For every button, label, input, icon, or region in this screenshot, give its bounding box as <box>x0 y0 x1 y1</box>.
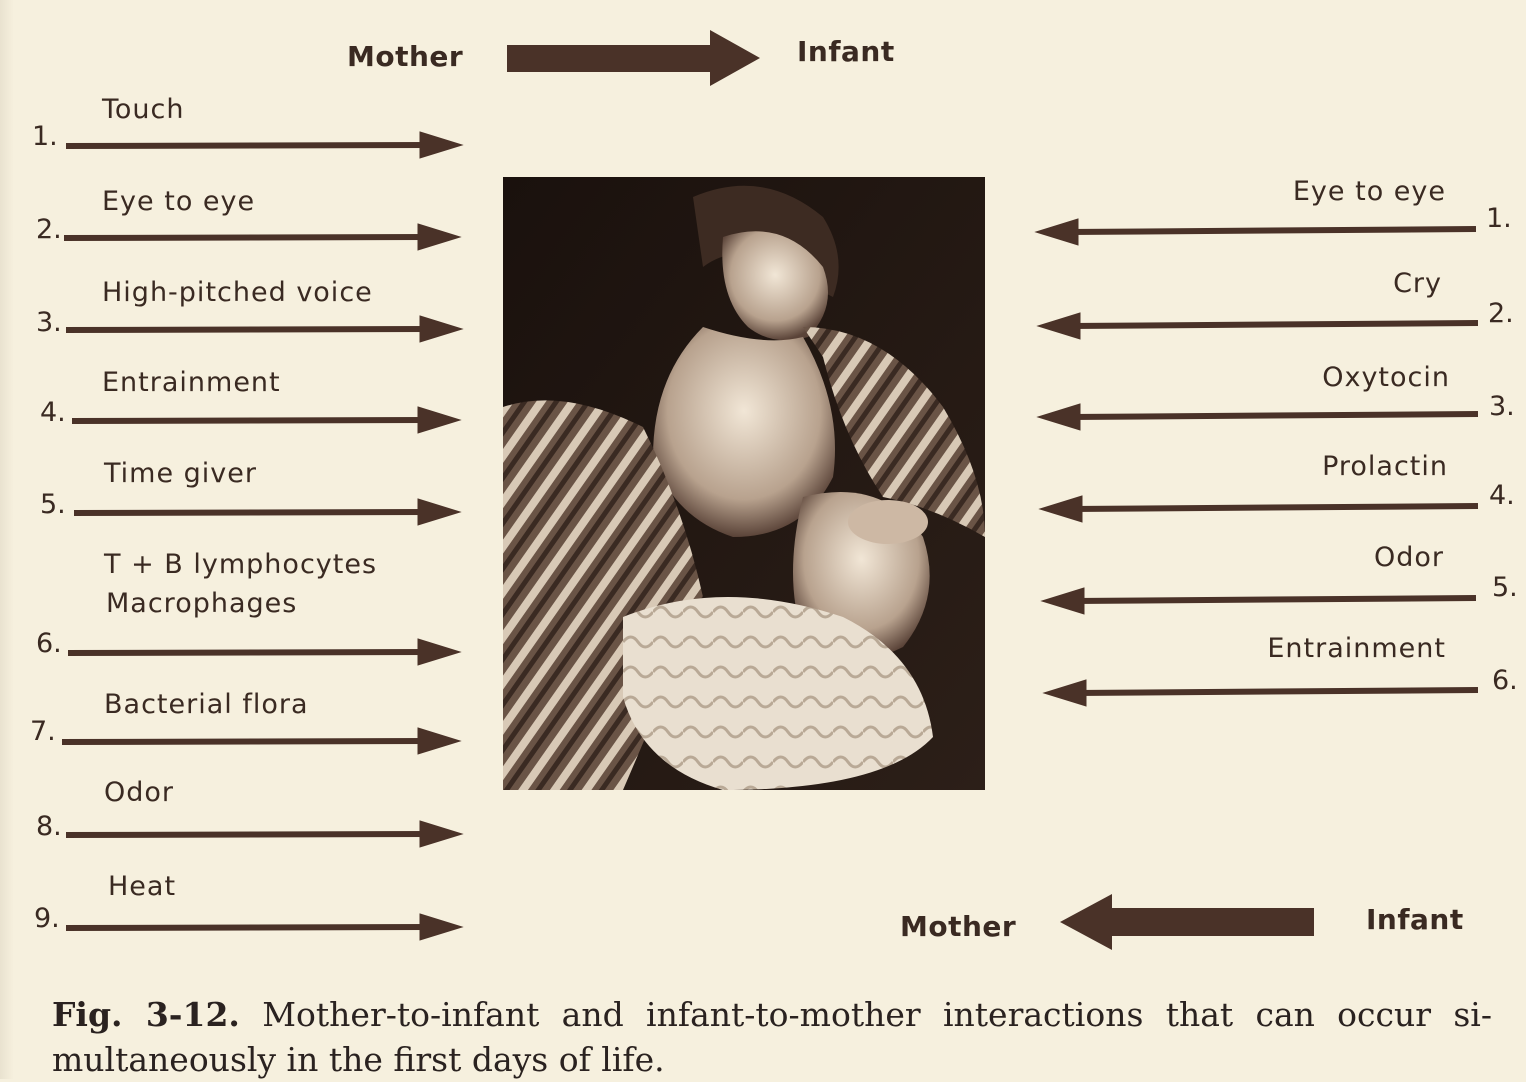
figure-caption: Fig. 3-12. Mother-to-infant and infant-t… <box>52 992 1492 1082</box>
footer-infant-label: Infant <box>1366 903 1464 936</box>
figure-caption-text: Mother-to-infant and infant-to-mother in… <box>52 995 1492 1079</box>
footer-arrow-shape <box>1060 894 1314 950</box>
figure-number: Fig. 3-12. <box>52 995 240 1034</box>
